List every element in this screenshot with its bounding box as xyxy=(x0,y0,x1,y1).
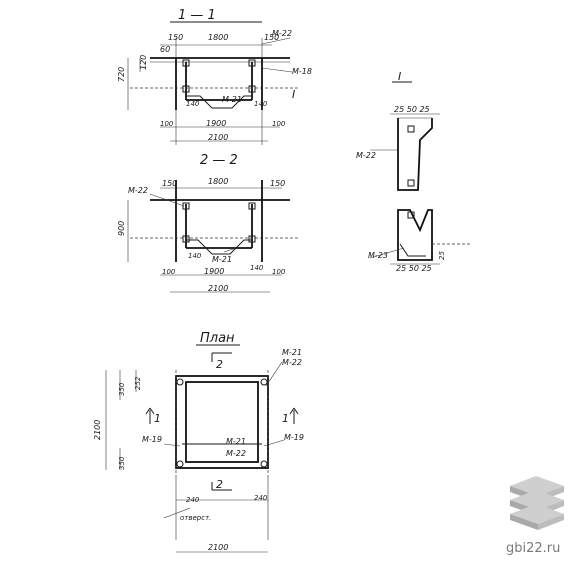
node-dim-side: 25 xyxy=(438,251,446,260)
dim-60: 60 xyxy=(160,45,170,54)
label-m19-left: М-19 xyxy=(142,435,162,444)
dim-1800: 1800 xyxy=(208,33,228,42)
dim-1800: 1800 xyxy=(208,177,228,186)
label-m19-right: М-19 xyxy=(284,433,304,442)
label-m18: М-18 xyxy=(292,67,312,76)
label-m21: М-21 xyxy=(222,95,242,104)
section-mark-right: 1 xyxy=(282,412,289,425)
node-title: I xyxy=(398,70,401,83)
label-m21-top: М-21 xyxy=(282,348,302,357)
dim-240-left: 240 xyxy=(186,496,200,504)
dim-2100-bottom: 2100 xyxy=(208,543,228,552)
label-m22-mid: М-22 xyxy=(226,449,246,458)
section-1-1-title: 1 — 1 xyxy=(178,8,216,23)
dim-150-right: 150 xyxy=(270,179,285,188)
dim-2100-vertical: 2100 xyxy=(93,420,102,440)
dim-2100: 2100 xyxy=(208,284,228,293)
dim-350-top: 350 xyxy=(118,382,126,396)
node-detail: I 25 50 25 М-22 М-23 25 50 25 25 xyxy=(356,70,470,273)
dim-900: 900 xyxy=(117,221,126,236)
dim-240-right: 240 xyxy=(254,494,268,502)
section-1-1: 1 — 1 150 1800 150 60 720 120 М-22 xyxy=(117,8,312,145)
dim-350-bottom: 350 xyxy=(118,456,126,470)
label-m22: М-22 xyxy=(128,186,148,195)
watermark-site: gbi22.ru xyxy=(506,541,560,556)
dim-140-right: 140 xyxy=(254,100,268,108)
dim-100-left: 100 xyxy=(162,268,176,276)
section-mark-left: 1 xyxy=(154,412,161,425)
dim-2100: 2100 xyxy=(208,133,228,142)
dim-140-left: 140 xyxy=(188,252,202,260)
dim-1900: 1900 xyxy=(206,119,226,128)
section-mark-bottom: 2 xyxy=(216,478,223,491)
section-2-2: 2 — 2 150 1800 150 900 М-22 М-21 140 140… xyxy=(117,153,300,293)
node-label-m22: М-22 xyxy=(356,151,376,160)
label-m22-top: М-22 xyxy=(282,358,302,367)
plan: План 2 М-21 М-22 М-21 М-22 1 1 М-19 xyxy=(93,331,304,553)
node-callout: I xyxy=(292,88,295,101)
dim-150-right: 150 xyxy=(264,33,279,42)
dim-120: 120 xyxy=(139,55,148,70)
note-opening: отверст. xyxy=(180,514,211,522)
dim-150-left: 150 xyxy=(162,179,177,188)
dim-100-left: 100 xyxy=(160,120,174,128)
label-m21: М-21 xyxy=(212,255,232,264)
dim-140-right: 140 xyxy=(250,264,264,272)
section-mark-top: 2 xyxy=(216,358,223,371)
stacked-slabs-icon xyxy=(510,476,564,530)
plan-title: План xyxy=(200,331,235,346)
label-m22: М-22 xyxy=(272,29,292,38)
watermark-logo: gbi22.ru xyxy=(506,476,564,556)
dim-140-left: 140 xyxy=(186,100,200,108)
dim-100-right: 100 xyxy=(272,120,286,128)
dim-720: 720 xyxy=(117,67,126,82)
dim-150-left: 150 xyxy=(168,33,183,42)
dim-252-top: 252 xyxy=(134,376,142,390)
label-m21-mid: М-21 xyxy=(226,437,246,446)
node-dim-top: 25 50 25 xyxy=(394,105,430,114)
node-dim-bottom: 25 50 25 xyxy=(396,264,432,273)
section-2-2-title: 2 — 2 xyxy=(200,153,238,168)
dim-100-right: 100 xyxy=(272,268,286,276)
node-label-m23: М-23 xyxy=(368,251,388,260)
dim-1900: 1900 xyxy=(204,267,224,276)
